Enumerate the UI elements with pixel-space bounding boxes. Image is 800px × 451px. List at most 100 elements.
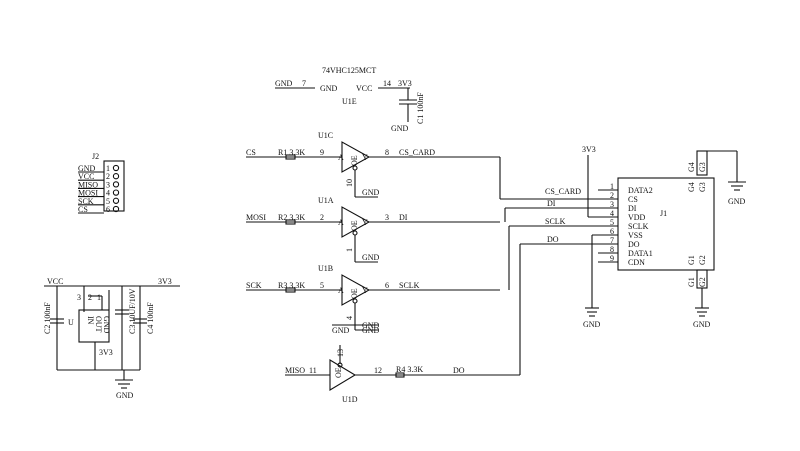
buffer-oe: OE: [350, 288, 359, 299]
net-sclk: SCLK: [545, 217, 566, 226]
buffer-in-net: SCK: [246, 281, 262, 290]
j2-pin-num: 3: [106, 180, 110, 189]
j1-pin-label: SCLK: [628, 222, 649, 231]
power-ic-u1e: 74VHC125MCT GND 7 GND VCC 14 3V3 U1E C1 …: [275, 66, 425, 133]
u1d-triangle: [329, 359, 357, 391]
g3-a: G3: [698, 162, 707, 172]
u1d-in-net: MISO: [285, 366, 305, 375]
buffer-y: Y: [362, 286, 368, 295]
buffer-ref: U1C: [318, 131, 333, 140]
j2-pin-num: 4: [106, 189, 110, 198]
j1-pin-num: 8: [610, 245, 614, 254]
j1-gnd-bottom: GND: [693, 320, 711, 329]
u1d-oe: OE: [334, 367, 343, 378]
vcc-label: VCC: [356, 84, 372, 93]
net-do: DO: [547, 235, 559, 244]
buffer-triangle: [341, 206, 371, 238]
buffer-out-net: CS_CARD: [399, 148, 435, 157]
net-3v3: 3V3: [398, 79, 412, 88]
c2-label: C2 100nF: [43, 302, 52, 334]
j1-pin-num: 9: [610, 254, 614, 263]
reg-in: IN: [86, 316, 95, 325]
j1-pin-label: DI: [628, 204, 637, 213]
c4-label: C4 100nF: [146, 302, 155, 334]
j1-body: [617, 177, 715, 271]
j2-pin-circle: [112, 197, 120, 204]
j1-pin-label: VDD: [628, 213, 646, 222]
g1-b: G1: [687, 277, 696, 287]
buffer-in-net: CS: [246, 148, 256, 157]
u1d-oe-pin: 13: [336, 349, 345, 357]
gnd-label: GND: [275, 79, 293, 88]
buffer-in-pin: 5: [320, 281, 324, 290]
j2-pin-circle: [112, 205, 120, 213]
buffer-in-pin: 9: [320, 148, 324, 157]
j2-pin-circle: [112, 173, 120, 180]
buffer-res: R3 3.3K: [278, 281, 305, 290]
j1-pin-label: DATA1: [628, 249, 653, 258]
buffer-oe: OE: [350, 155, 359, 166]
g2-b: G2: [698, 277, 707, 287]
u1b-gnd-a: GND: [332, 326, 350, 335]
buffer-out-net: SCLK: [399, 281, 420, 290]
buffer-a: A: [338, 286, 344, 295]
j2-pin-label: GND: [78, 164, 96, 173]
j1-3v3: 3V3: [582, 145, 596, 154]
buffer-gnd: GND: [362, 188, 380, 197]
ic-part-number: 74VHC125MCT: [322, 66, 376, 75]
buffer-y: Y: [362, 153, 368, 162]
gnd-pin: 7: [302, 79, 306, 88]
g4-a: G4: [687, 162, 696, 172]
u1b-gnd-b: GND: [362, 326, 380, 335]
buffer-a: A: [338, 153, 344, 162]
j2-pin-circle: [112, 164, 120, 172]
j2-pin-label: MISO: [78, 180, 98, 189]
buffer-gnd: GND: [362, 253, 380, 262]
buffer-y: Y: [362, 218, 368, 227]
c3-label: C3 10UF/10V: [128, 288, 137, 334]
regulator-section: VCC 3V3 C2 100nF 3 2 1 U IN OUT GND 3V3 …: [43, 277, 180, 400]
j1-pin-num: 4: [610, 209, 614, 218]
c1-label: C1 100nF: [416, 92, 425, 124]
j2-pin-label: SCK: [78, 197, 94, 206]
u1d-res: R4 3.3K: [396, 365, 423, 374]
buffer-oe-pin: 10: [345, 179, 354, 187]
j1-pin-label: DO: [628, 240, 640, 249]
reg-outpin: OUT: [94, 316, 103, 333]
buffer-res: R2 3.3K: [278, 213, 305, 222]
g3-b: G3: [698, 182, 707, 192]
buffer-oe-pin: 1: [345, 248, 354, 252]
buffer-out-pin: 3: [385, 213, 389, 222]
reg-pin2: 2: [88, 293, 92, 302]
u1e-ref: U1E: [342, 97, 357, 106]
buffer-triangle: [341, 274, 371, 306]
g2-a: G2: [698, 255, 707, 265]
g4-b: G4: [687, 182, 696, 192]
j1-pin-label: CS: [628, 195, 638, 204]
j1-ref: J1: [660, 209, 667, 218]
buffer-out-pin: 8: [385, 148, 389, 157]
reg-gndpin: GND: [102, 316, 111, 334]
buffer-in-net: MOSI: [246, 213, 266, 222]
vcc-pin: 14: [383, 79, 391, 88]
buffer-res: R1 3.3K: [278, 148, 305, 157]
buffer-triangle: [341, 141, 371, 173]
j2-pin-label: MOSI: [78, 189, 98, 198]
buffer-ref: U1A: [318, 196, 334, 205]
buffer-a: A: [338, 218, 344, 227]
j2-pin-circle: [112, 181, 120, 188]
j2-pin-num: 5: [106, 197, 110, 206]
j1-pin-num: 5: [610, 218, 614, 227]
j2-pin-num: 1: [106, 164, 110, 173]
buffer-u1d: MISO 11 OE 13 U1D 12 R4 3.3K DO: [285, 243, 600, 404]
j2-pin-circle: [112, 189, 120, 196]
j2-pin-label: VCC: [78, 172, 94, 181]
buffer-oe-pin: 4: [345, 316, 354, 320]
j2-ref: J2: [92, 152, 99, 161]
reg-u: U: [68, 318, 74, 327]
